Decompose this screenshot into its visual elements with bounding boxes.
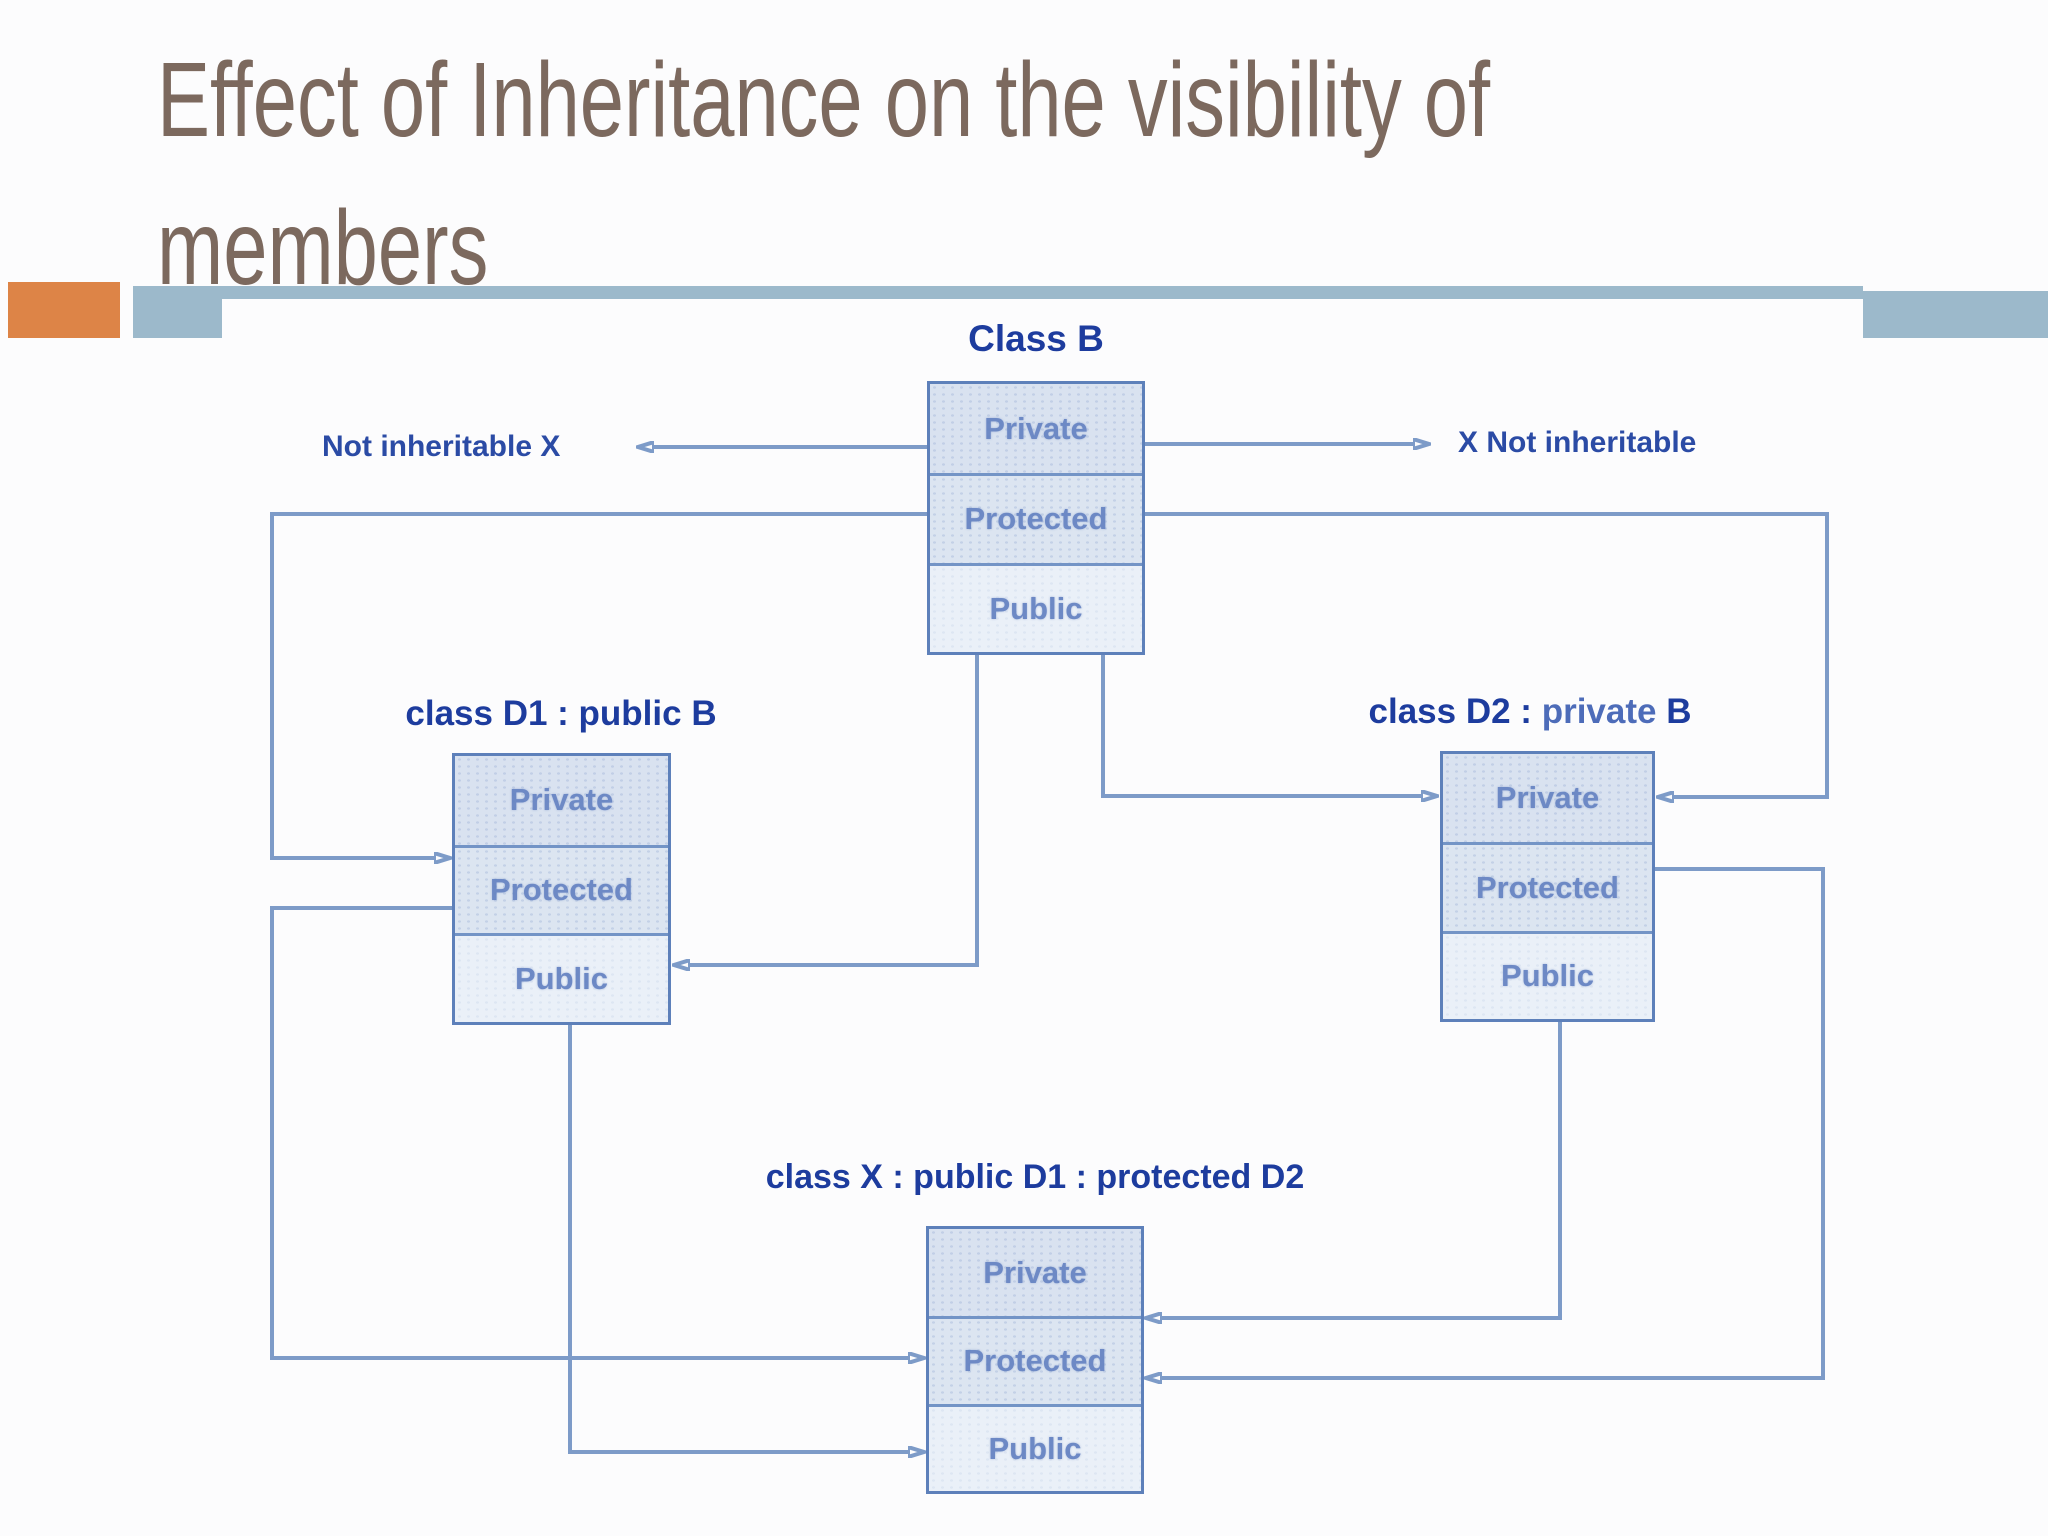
line-b-public-to-d2-private [1101,655,1423,796]
class-d1-heading: class D1 : public B [405,694,717,733]
class-d2-protected-section: Protected [1443,842,1652,931]
class-d2-private-section: Private [1443,754,1652,843]
class-d1-public-section: Public [455,933,668,1022]
class-d1-protected-section: Protected [455,844,668,934]
class-b-protected-section: Protected [930,473,1142,563]
accent-orange-square [8,282,120,338]
line-b-protected-to-d2-private [1145,512,1829,797]
line-d2-protected-to-x-protected [1160,867,1825,1378]
class-x-heading: class X : public D1 : protected D2 [765,1158,1305,1196]
class-b-heading: Class B [968,318,1104,359]
class-b-private-section: Private [930,384,1142,474]
class-x-public-section: Public [929,1403,1141,1492]
band-left-block [133,286,222,338]
class-d2-public-section: Public [1443,930,1652,1020]
class-b-box: Private Protected Public [927,381,1145,655]
class-d2-box: Private Protected Public [1440,751,1655,1022]
line-b-public-to-d1-public [688,655,979,965]
line-b-protected-to-d1-protected [270,512,927,858]
class-d2-heading-suffix: B [1656,692,1692,731]
class-x-box: Private Protected Public [926,1226,1144,1494]
line-d2-public-to-x-protected [1160,1022,1562,1318]
class-x-private-section: Private [929,1229,1141,1317]
not-inheritable-note-right: X Not inheritable [1458,426,1697,459]
line-d1-public-to-x-public [568,1025,910,1452]
line-d1-protected-to-x-protected [270,906,910,1358]
class-b-public-section: Public [930,562,1142,653]
class-x-protected-section: Protected [929,1316,1141,1404]
class-d2-heading-emphasis: private [1541,692,1657,731]
class-d1-private-section: Private [455,756,668,845]
class-d1-box: Private Protected Public [452,753,671,1025]
class-d2-heading-prefix: class D2 : [1368,692,1542,731]
band-right-block [1863,291,2048,338]
not-inheritable-note-left: Not inheritable X [322,430,561,463]
slide-title: Effect of Inheritance on the visibility … [157,41,1491,307]
band-strip [133,286,1863,299]
class-d2-heading: class D2 : private B [1330,692,1730,732]
